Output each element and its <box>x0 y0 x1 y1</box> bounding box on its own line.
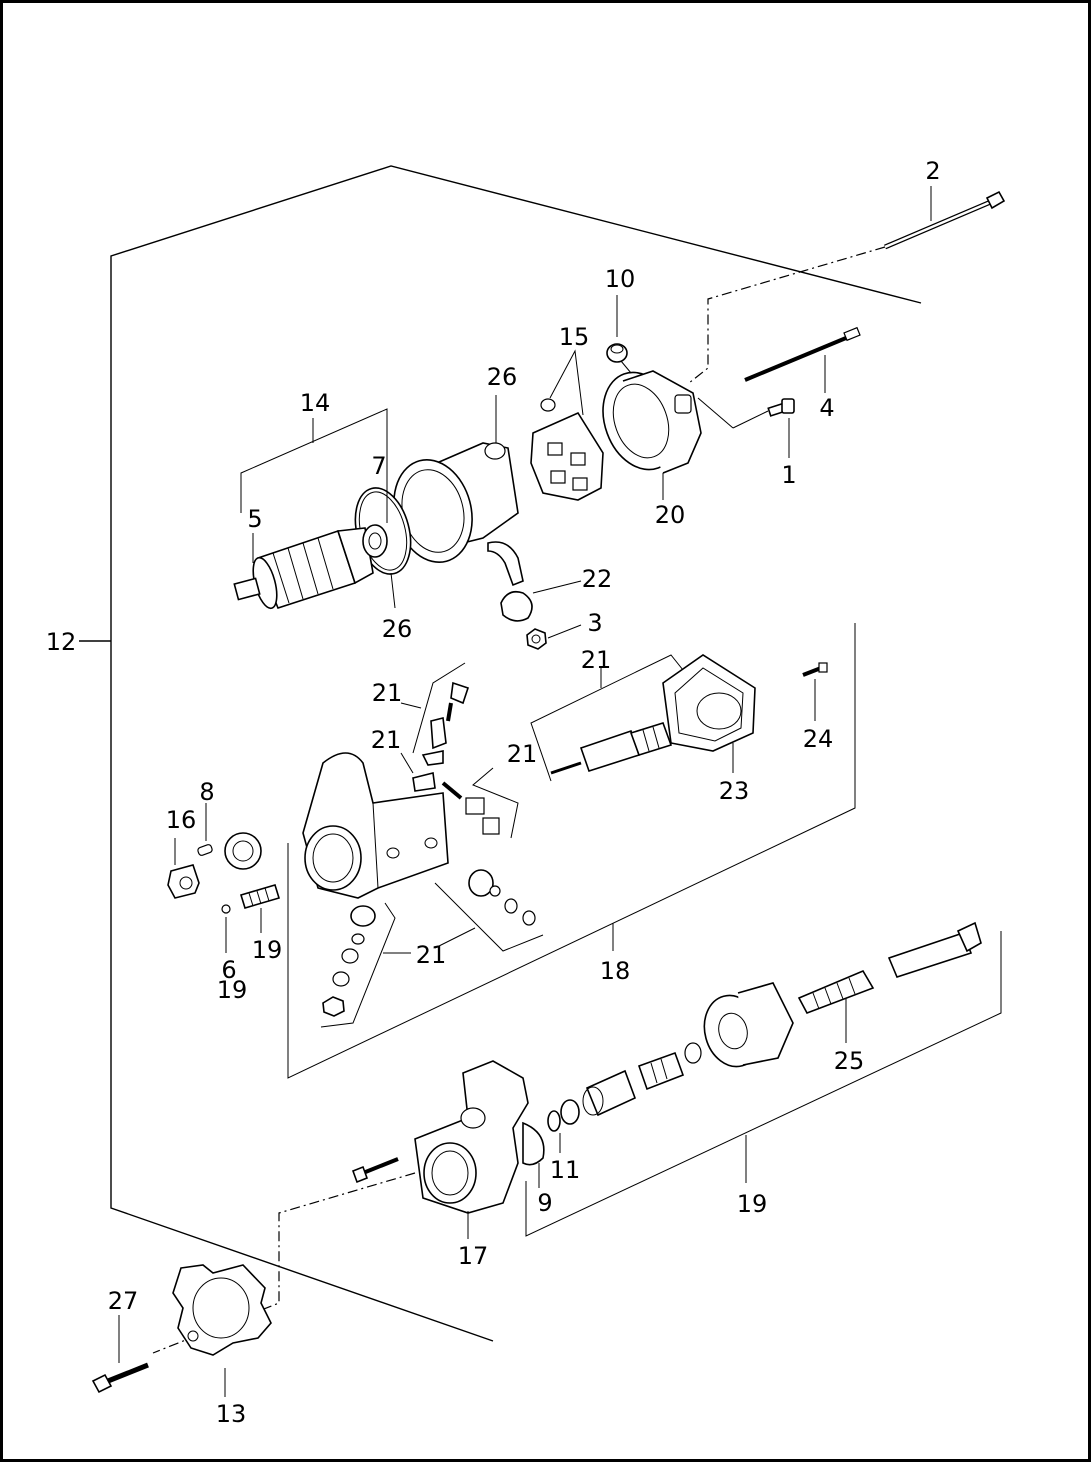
drive-housing-part <box>414 1060 545 1239</box>
callout-26-upper: 26 <box>487 363 518 391</box>
callout-7: 7 <box>371 452 386 480</box>
pinion-shaft-part <box>797 921 982 1043</box>
callout-26-lower: 26 <box>382 615 413 643</box>
callout-23: 23 <box>719 777 750 805</box>
callout-9: 9 <box>537 1189 552 1217</box>
callout-5: 5 <box>247 505 262 533</box>
callout-8: 8 <box>199 778 214 806</box>
small-screw-part <box>802 662 828 721</box>
callout-21-top: 21 <box>372 679 403 707</box>
gasket-part <box>172 1264 272 1397</box>
through-bolt-part <box>688 186 1006 384</box>
callout-19-ball: 19 <box>217 976 248 1004</box>
end-cover-part <box>602 370 702 500</box>
callout-13: 13 <box>216 1400 247 1428</box>
callout-15: 15 <box>559 323 590 351</box>
drive-group-bracket-19 <box>525 931 1002 1237</box>
snap-ring-part <box>547 1099 580 1153</box>
group-bracket-12 <box>79 165 922 1342</box>
plunger-part <box>530 654 688 782</box>
solenoid-group-bracket-18 <box>287 623 856 1079</box>
callout-11: 11 <box>550 1156 581 1184</box>
callout-labels: 1 2 3 4 5 6 7 8 9 10 11 12 13 14 15 16 1… <box>46 157 941 1428</box>
callout-24: 24 <box>803 725 834 753</box>
callout-21-right: 21 <box>507 740 538 768</box>
callout-2: 2 <box>925 157 940 185</box>
callout-27: 27 <box>108 1287 139 1315</box>
grommet-part <box>606 295 632 374</box>
callout-16: 16 <box>166 806 197 834</box>
callout-18: 18 <box>600 957 631 985</box>
nut-part <box>526 580 582 650</box>
callout-14: 14 <box>300 389 331 417</box>
callout-12: 12 <box>46 628 77 656</box>
callout-20: 20 <box>655 501 686 529</box>
tie-rod-part <box>697 326 861 429</box>
callout-17: 17 <box>458 1242 489 1270</box>
callout-19-spring: 19 <box>252 936 283 964</box>
callout-21-plunger: 21 <box>581 646 612 674</box>
clutch-part <box>582 982 794 1117</box>
callout-22: 22 <box>582 565 613 593</box>
solenoid-housing-part <box>302 752 449 899</box>
mounting-bolt-part <box>91 1315 149 1394</box>
callout-4: 4 <box>819 394 834 422</box>
contact-parts-21 <box>320 662 544 1028</box>
callout-6: 6 <box>221 956 236 984</box>
callout-21-mid: 21 <box>371 726 402 754</box>
callout-10: 10 <box>605 265 636 293</box>
callout-19-drive: 19 <box>737 1190 768 1218</box>
callout-1: 1 <box>781 461 796 489</box>
field-frame-part <box>393 395 533 622</box>
solenoid-cover-part <box>662 654 756 773</box>
callout-3: 3 <box>587 609 602 637</box>
starter-exploded-diagram: 1 2 3 4 5 6 7 8 9 10 11 12 13 14 15 16 1… <box>46 157 1006 1428</box>
callout-21-bottom: 21 <box>416 941 447 969</box>
armature-part <box>233 408 388 610</box>
brush-holder-part <box>530 349 604 501</box>
callout-25: 25 <box>834 1047 865 1075</box>
screw-part <box>767 398 795 458</box>
pinion-small-parts <box>167 803 281 953</box>
housing-screw-part <box>152 1157 416 1354</box>
